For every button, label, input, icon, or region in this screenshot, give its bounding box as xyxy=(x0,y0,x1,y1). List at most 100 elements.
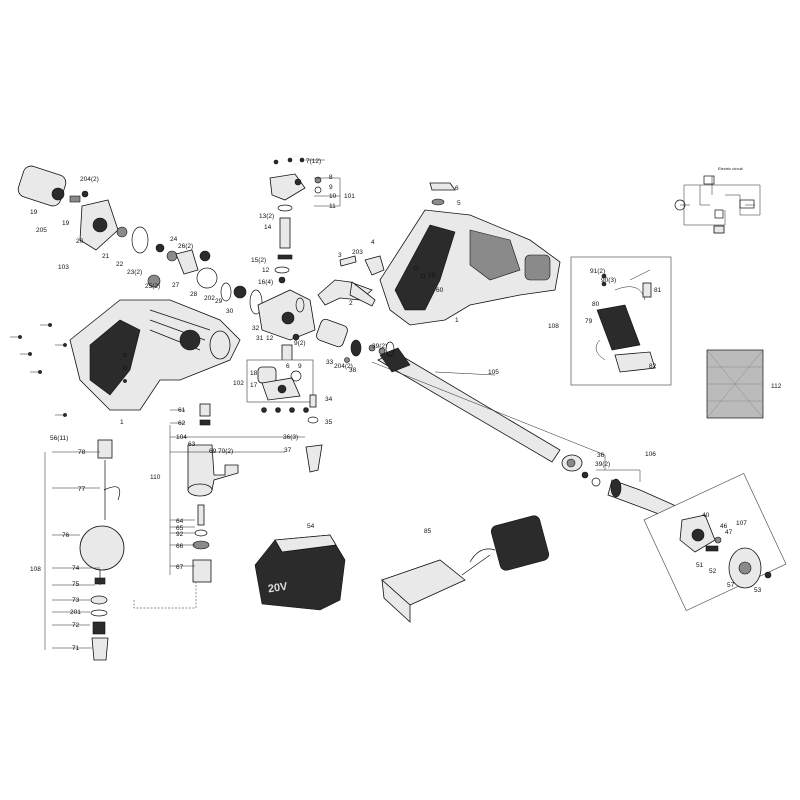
label-14: 14 xyxy=(264,224,272,231)
label-36b: 36 xyxy=(597,452,605,459)
label-77: 77 xyxy=(78,486,86,493)
label-47: 47 xyxy=(725,529,733,536)
label-23-2: 23(2) xyxy=(127,269,142,276)
label-73: 73 xyxy=(72,597,80,604)
label-28: 28 xyxy=(190,291,198,298)
label-32: 32 xyxy=(252,325,260,332)
housing-screws xyxy=(10,323,127,417)
label-19: 19 xyxy=(30,209,38,216)
label-9: 9 xyxy=(329,184,333,191)
label-204-2b: 204(2) xyxy=(334,363,353,370)
label-13-2: 13(2) xyxy=(259,213,274,220)
label-201: 201 xyxy=(70,609,81,616)
label-81: 81 xyxy=(654,287,662,294)
label-65: 65 xyxy=(176,525,184,532)
label-53: 53 xyxy=(754,587,762,594)
label-202: 202 xyxy=(204,295,215,302)
label-17: 17 xyxy=(250,382,258,389)
label-74: 74 xyxy=(72,565,80,572)
label-104: 104 xyxy=(176,434,187,441)
label-3: 3 xyxy=(338,252,342,259)
label-110: 110 xyxy=(150,474,161,481)
label-5: 5 xyxy=(457,200,461,207)
battery-pack: 20V xyxy=(254,534,346,611)
label-34: 34 xyxy=(325,396,333,403)
label-6: 6 xyxy=(455,185,459,192)
label-25-2: 25(2) xyxy=(145,283,160,290)
valve-subassembly-102 xyxy=(246,359,319,424)
lance-tube xyxy=(377,341,583,472)
label-112: 112 xyxy=(771,383,782,390)
label-15-2: 15(2) xyxy=(251,257,266,264)
label-60: 60 xyxy=(436,287,444,294)
label-64: 64 xyxy=(176,518,184,525)
charger xyxy=(381,515,550,623)
label-203: 203 xyxy=(352,249,363,256)
label-76: 76 xyxy=(62,532,70,539)
label-85: 85 xyxy=(424,528,432,535)
label-19b: 19 xyxy=(62,220,70,227)
label-30: 30 xyxy=(226,308,234,315)
label-101: 101 xyxy=(344,193,355,200)
label-36-3: 36(3) xyxy=(283,434,298,441)
label-92: 92 xyxy=(176,531,184,538)
label-2: 2 xyxy=(349,300,353,307)
label-7-12: 7(12) xyxy=(306,158,321,165)
label-9-2: 9(2) xyxy=(294,340,306,347)
label-72: 72 xyxy=(72,622,80,629)
label-38: 38 xyxy=(349,367,357,374)
label-80: 80 xyxy=(592,301,600,308)
label-40: 40 xyxy=(702,512,710,519)
label-11: 11 xyxy=(329,203,336,210)
label-29: 29 xyxy=(215,298,223,305)
label-75: 75 xyxy=(72,581,80,588)
label-6b: 6 xyxy=(286,363,290,370)
main-housing xyxy=(69,299,241,411)
label-205: 205 xyxy=(36,227,47,234)
label-1b: 1 xyxy=(120,419,124,426)
switch-wiring-group xyxy=(570,256,672,386)
label-63: 63 xyxy=(188,441,196,448)
connector-group-110 xyxy=(133,403,323,609)
label-71: 71 xyxy=(72,645,80,652)
label-39b: 39(2) xyxy=(595,461,610,468)
label-24: 24 xyxy=(170,236,178,243)
storage-bag xyxy=(706,349,764,419)
label-82: 82 xyxy=(649,363,657,370)
label-35: 35 xyxy=(325,419,333,426)
circuit-title: Electric circuit xyxy=(718,166,744,171)
label-33: 33 xyxy=(326,359,334,366)
label-108b: 108 xyxy=(548,323,559,330)
label-105: 105 xyxy=(488,369,499,376)
label-16-4: 16(4) xyxy=(258,279,273,286)
label-78: 78 xyxy=(78,449,86,456)
label-56-11: 56(11) xyxy=(50,435,68,442)
label-69: 69 xyxy=(209,448,217,455)
label-66: 66 xyxy=(176,543,184,550)
electric-circuit-inset: Electric circuit xyxy=(674,166,761,234)
trigger-parts xyxy=(349,281,376,307)
label-20: 20 xyxy=(76,238,84,245)
label-1: 1 xyxy=(455,317,459,324)
label-54: 54 xyxy=(307,523,315,530)
label-12b: 12 xyxy=(266,335,274,342)
label-4: 4 xyxy=(371,239,375,246)
label-108: 108 xyxy=(30,566,41,573)
label-46: 46 xyxy=(720,523,728,530)
motor-assembly xyxy=(17,165,263,315)
part-labels: 7(12) 8 9 10 101 11 13(2) 14 15(2) 12 16… xyxy=(30,158,782,652)
upper-housing xyxy=(317,182,561,326)
label-37: 37 xyxy=(284,447,292,454)
label-61: 61 xyxy=(178,407,186,414)
label-70-2: 70(2) xyxy=(218,448,233,455)
label-51: 51 xyxy=(696,562,704,569)
label-103: 103 xyxy=(58,264,69,271)
label-27: 27 xyxy=(172,282,180,289)
label-91-2: 91(2) xyxy=(590,268,605,275)
label-26-2: 26(2) xyxy=(178,243,193,250)
nozzle-assembly xyxy=(581,471,787,612)
label-18: 18 xyxy=(250,370,258,377)
label-204-2: 204(2) xyxy=(80,176,99,183)
label-79: 79 xyxy=(585,318,593,325)
